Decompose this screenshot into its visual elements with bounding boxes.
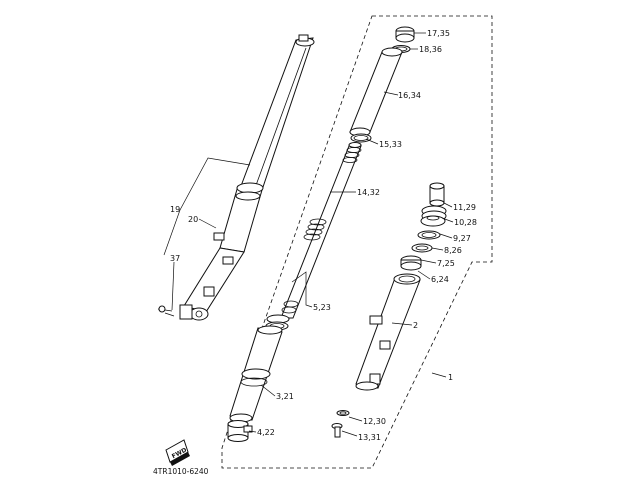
callout-3-21: 3,21 xyxy=(276,392,294,401)
callout-37: 37 xyxy=(170,254,180,263)
fwd-direction-icon: FWD xyxy=(165,439,190,466)
damper-rod xyxy=(280,142,362,319)
figure-code: 4TR1010-6240 xyxy=(153,467,209,476)
callout-16-34: 16,34 xyxy=(398,91,421,100)
spring-stack xyxy=(349,26,415,143)
callout-10-28: 10,28 xyxy=(454,218,477,227)
callout-labels: 17,35 18,36 16,34 15,33 14,32 19 20 37 1… xyxy=(170,29,477,442)
callout-18-36: 18,36 xyxy=(419,45,442,54)
callout-15-33: 15,33 xyxy=(379,140,402,149)
callout-8-26: 8,26 xyxy=(444,246,462,255)
callout-12-30: 12,30 xyxy=(363,417,386,426)
callout-6-24: 6,24 xyxy=(431,275,449,284)
assembly-boundary xyxy=(221,15,493,469)
callout-7-25: 7,25 xyxy=(437,259,455,268)
damper-cylinder xyxy=(227,325,283,442)
callout-20: 20 xyxy=(188,215,198,224)
callout-17-35: 17,35 xyxy=(427,29,450,38)
outer-tube-assembly xyxy=(157,34,315,321)
callout-1: 1 xyxy=(448,373,453,382)
outer-tube-right xyxy=(355,182,447,391)
callout-4-22: 4,22 xyxy=(257,428,275,437)
callout-9-27: 9,27 xyxy=(453,234,471,243)
callout-13-31: 13,31 xyxy=(358,433,381,442)
callout-19: 19 xyxy=(170,205,180,214)
leader-lines xyxy=(163,32,454,437)
callout-14-32: 14,32 xyxy=(357,188,380,197)
drain-bolt xyxy=(331,410,350,438)
callout-2: 2 xyxy=(413,321,418,330)
callout-11-29: 11,29 xyxy=(453,203,476,212)
callout-5-23: 5,23 xyxy=(313,303,331,312)
